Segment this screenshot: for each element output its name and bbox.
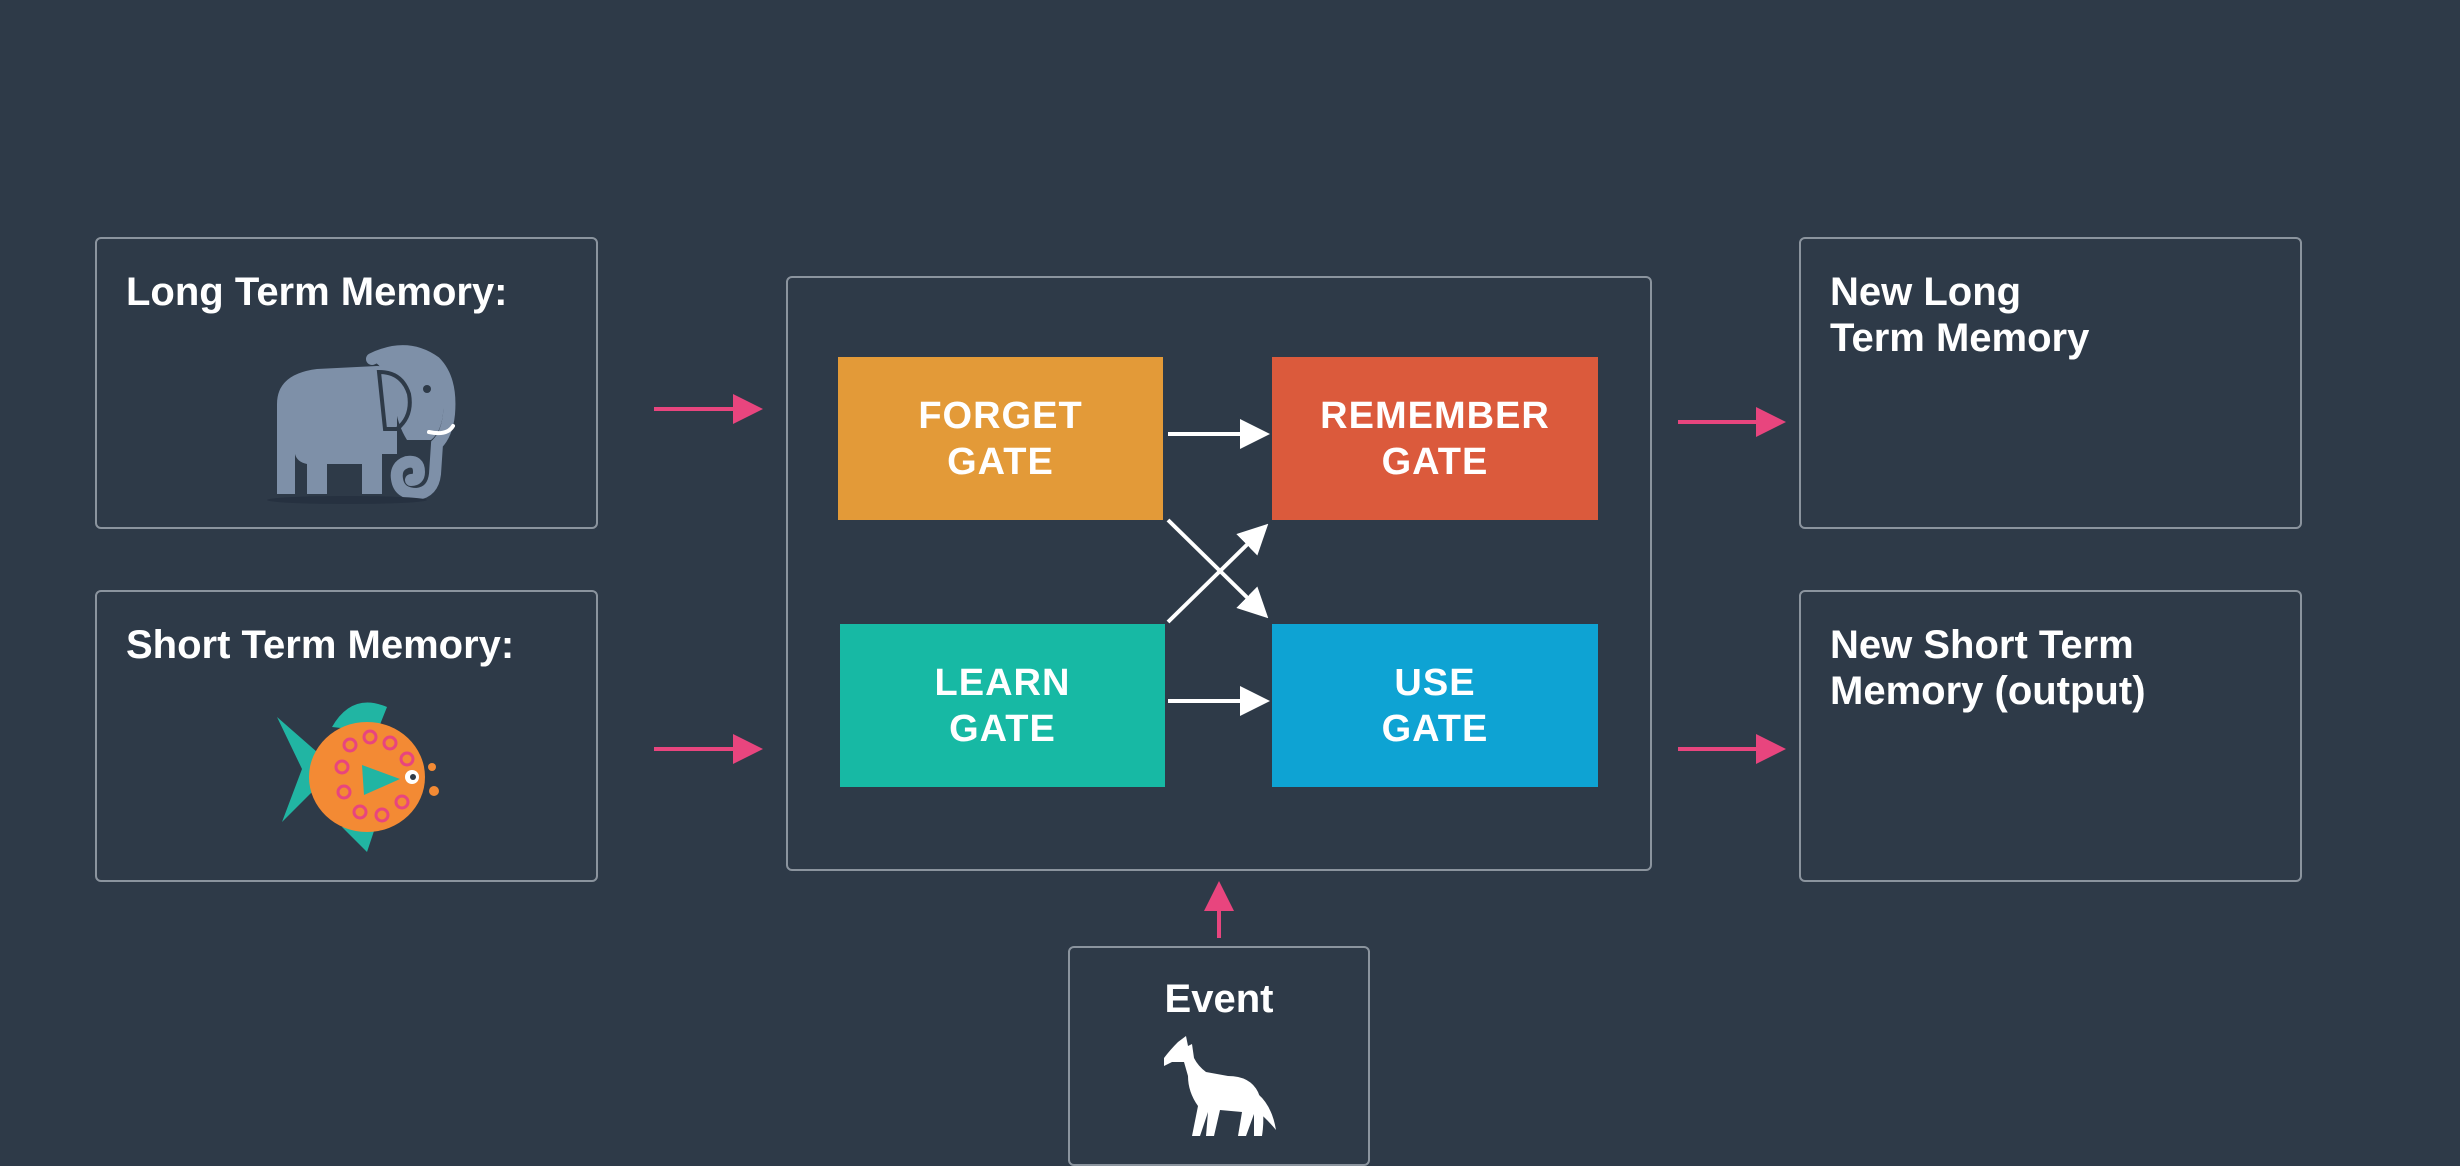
- use-gate: USE GATE: [1272, 624, 1598, 787]
- elephant-icon: [267, 345, 456, 504]
- new-long-term-memory-label: New Long Term Memory: [1830, 270, 2090, 360]
- new-long-term-memory-panel: New Long Term Memory: [1799, 237, 2302, 529]
- long-term-memory-panel: Long Term Memory:: [95, 237, 598, 529]
- learn-gate: LEARN GATE: [840, 624, 1165, 787]
- fish-icon: [277, 702, 439, 852]
- long-term-memory-label: Long Term Memory:: [126, 270, 508, 314]
- short-term-memory-panel: Short Term Memory:: [95, 590, 598, 882]
- forget-to-use-arrow: [1166, 518, 1269, 619]
- gates-container: [786, 276, 1652, 871]
- short-term-memory-label: Short Term Memory:: [126, 623, 515, 667]
- forget-gate: FORGET GATE: [838, 357, 1163, 520]
- learn-to-remember-arrow: [1166, 523, 1269, 624]
- new-short-term-memory-panel: New Short Term Memory (output): [1799, 590, 2302, 882]
- new-short-term-memory-label: New Short Term Memory (output): [1830, 623, 2146, 713]
- wolf-icon: [1164, 1036, 1276, 1136]
- event-label: Event: [1164, 977, 1274, 1021]
- remember-gate: REMEMBER GATE: [1272, 357, 1598, 520]
